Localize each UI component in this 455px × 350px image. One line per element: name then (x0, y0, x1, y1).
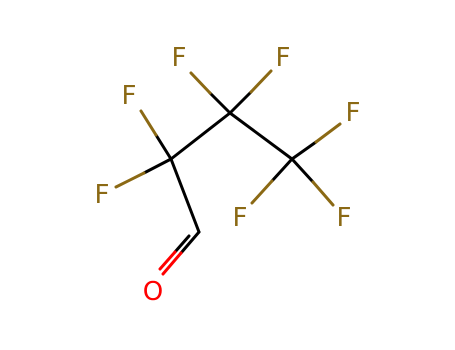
atom-label-f: F (172, 43, 187, 73)
atom-label-f: F (346, 98, 361, 128)
bond-c4-f5-carbon-half (290, 140, 318, 161)
bond-c2-f1-fluorine-half (139, 109, 158, 137)
atom-label-f: F (233, 203, 248, 233)
bond-c1-o-outer-oxygen-half (161, 251, 183, 276)
atom-label-f: F (337, 203, 352, 233)
bond-c1-o-inner-oxygen-half (158, 250, 177, 271)
bond-c2-f2-fluorine-half (114, 171, 146, 189)
bond-c3-f4-fluorine-half (249, 69, 273, 94)
bond-c3-f3-fluorine-half (189, 71, 212, 95)
bond-c1-o-inner-carbon-half (173, 234, 191, 254)
atom-label-f: F (95, 180, 110, 210)
bond-c3-f4-carbon-half (228, 90, 253, 115)
bond-c4-f7-carbon-half (290, 157, 315, 184)
bond-c2-f2-carbon-half (142, 157, 173, 175)
bond-c2-c1 (169, 157, 201, 234)
bond-c2-c3 (169, 111, 232, 161)
atom-labels: F F F F F F F O (95, 43, 361, 307)
bond-c4-f6-fluorine-half (250, 179, 274, 205)
bond-c2-f1-carbon-half (154, 133, 173, 161)
bond-c1-o-outer-carbon-half (179, 230, 201, 255)
bonds (114, 69, 342, 276)
bond-c3-c4 (228, 111, 294, 161)
bond-c3-f3-carbon-half (208, 91, 232, 115)
bond-c4-f6-carbon-half (270, 157, 294, 183)
atom-label-f: F (122, 81, 137, 111)
atom-label-o: O (143, 277, 163, 307)
bond-c4-f7-fluorine-half (311, 180, 335, 207)
bond-c4-f5-fluorine-half (314, 122, 342, 144)
atom-label-f: F (276, 43, 291, 73)
